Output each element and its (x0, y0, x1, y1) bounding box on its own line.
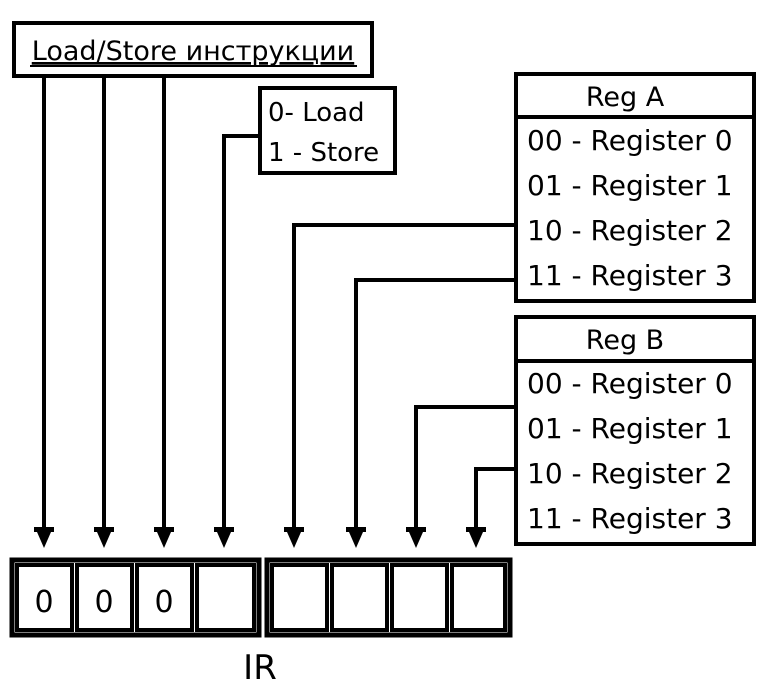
op-box: 0- Load 1 - Store (258, 86, 397, 175)
instructions-box: Load/Store инструкции (12, 21, 374, 78)
op-line-store: 1 - Store (268, 138, 379, 168)
connector-wires (42, 76, 516, 528)
wire-bit-7 (474, 467, 516, 528)
wire-bit-5 (354, 278, 516, 528)
reg-a-row-3: 11 - Register 3 (527, 259, 733, 292)
reg-b-row-2: 10 - Register 2 (527, 457, 733, 490)
ir-cell-1 (75, 563, 134, 632)
reg-a-table: Reg A 00 - Register 0 01 - Register 1 10… (514, 72, 756, 303)
ir-cell-6 (390, 563, 449, 632)
arrowhead-bit-1 (94, 527, 114, 548)
ir-cell-7 (450, 563, 507, 632)
arrowhead-bit-2 (154, 527, 174, 548)
arrowhead-bit-7 (466, 527, 486, 548)
op-line-load: 0- Load (268, 98, 365, 128)
ir-cell-2-value: 0 (154, 585, 173, 620)
ir-cell-0 (15, 563, 74, 632)
ir-cell-4 (270, 563, 329, 632)
instructions-label: Load/Store инструкции (32, 36, 354, 67)
arrowhead-bit-5 (346, 527, 366, 548)
reg-b-row-3: 11 - Register 3 (527, 502, 733, 535)
ir-cell-2 (135, 563, 194, 632)
wire-bit-3 (222, 134, 260, 528)
reg-b-row-0: 00 - Register 0 (527, 367, 733, 400)
arrowheads (34, 527, 486, 548)
reg-a-row-2: 10 - Register 2 (527, 214, 733, 247)
wire-bit-6 (414, 405, 516, 528)
reg-a-row-1: 01 - Register 1 (527, 169, 733, 202)
ir-cell-1-value: 0 (94, 585, 113, 620)
ir-cell-0-value: 0 (34, 585, 53, 620)
instruction-register: 0 0 0 IR (9, 557, 513, 688)
arrowhead-bit-6 (406, 527, 426, 548)
reg-a-title: Reg A (586, 82, 665, 113)
arrowhead-bit-0 (34, 527, 54, 548)
ir-cell-3 (195, 563, 256, 632)
reg-b-table: Reg B 00 - Register 0 01 - Register 1 10… (514, 315, 756, 546)
ir-cell-5 (330, 563, 389, 632)
ir-label: IR (243, 648, 277, 688)
wire-bit-4 (292, 223, 516, 528)
reg-b-title: Reg B (586, 325, 664, 356)
reg-b-row-1: 01 - Register 1 (527, 412, 733, 445)
reg-a-row-0: 00 - Register 0 (527, 124, 733, 157)
arrowhead-bit-3 (214, 527, 234, 548)
arrowhead-bit-4 (284, 527, 304, 548)
